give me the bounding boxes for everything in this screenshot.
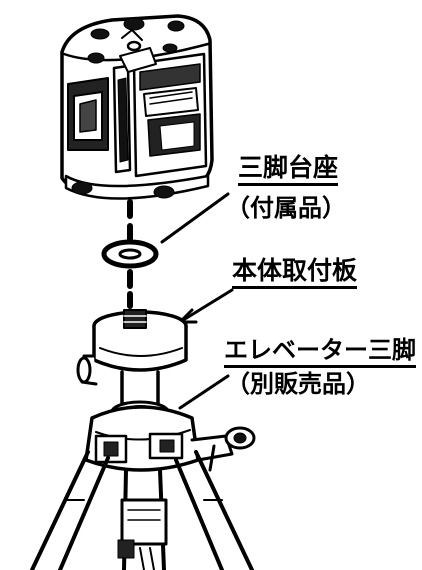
tripod-base-note: （付属品）	[226, 194, 346, 222]
mount-plate	[76, 309, 188, 386]
leader-lines	[160, 192, 234, 410]
elevator-tripod-label: エレベーター三脚	[224, 338, 416, 368]
tripod-body	[30, 405, 256, 570]
laser-level-unit	[60, 14, 214, 200]
tripod-base-ring	[101, 239, 159, 269]
tripod-base-label: 三脚台座	[238, 155, 339, 186]
mount-plate-label: 本体取付板	[232, 258, 358, 289]
elevator-tripod-note: （別販売品）	[226, 370, 370, 398]
